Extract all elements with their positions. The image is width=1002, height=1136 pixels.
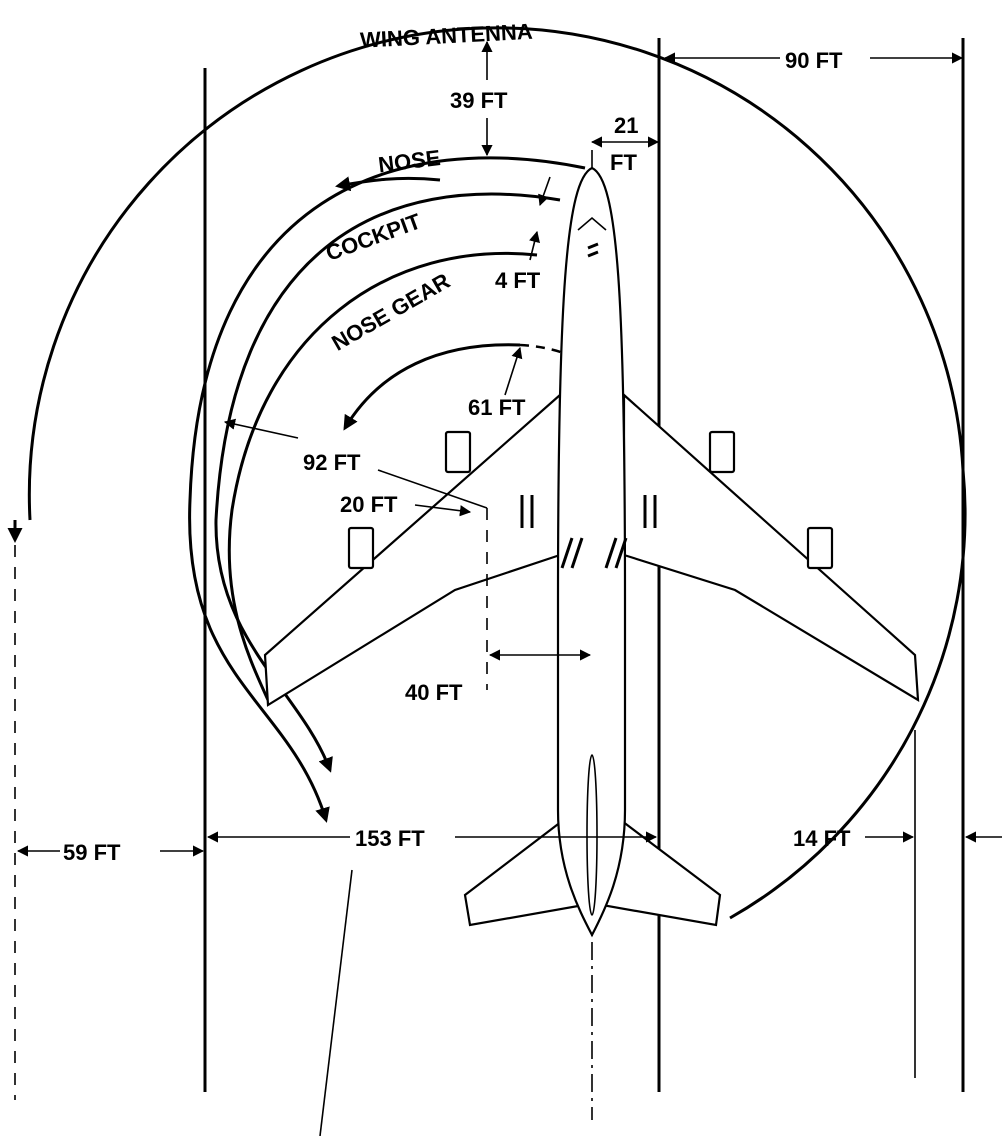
label-14-ft: 14 FT: [793, 826, 851, 851]
label-20-ft: 20 FT: [340, 492, 398, 517]
label-40-ft: 40 FT: [405, 680, 463, 705]
label-39-ft: 39 FT: [450, 88, 508, 113]
label-nose: NOSE: [377, 145, 442, 177]
landing-gear: [520, 495, 657, 569]
label-nose-gear: NOSE GEAR: [327, 268, 454, 356]
label-21-bottom: FT: [610, 150, 637, 175]
airplane: [263, 166, 920, 938]
label-21-top: 21: [614, 113, 638, 138]
label-90-ft: 90 FT: [785, 48, 843, 73]
label-59-ft: 59 FT: [63, 840, 121, 865]
label-61-ft: 61 FT: [468, 395, 526, 420]
label-153-ft: 153 FT: [355, 826, 425, 851]
label-wing-antenna: WING ANTENNA: [359, 19, 533, 53]
dimension-lines: [16, 40, 1002, 1136]
label-92-ft: 92 FT: [303, 450, 361, 475]
label-4-ft: 4 FT: [495, 268, 541, 293]
